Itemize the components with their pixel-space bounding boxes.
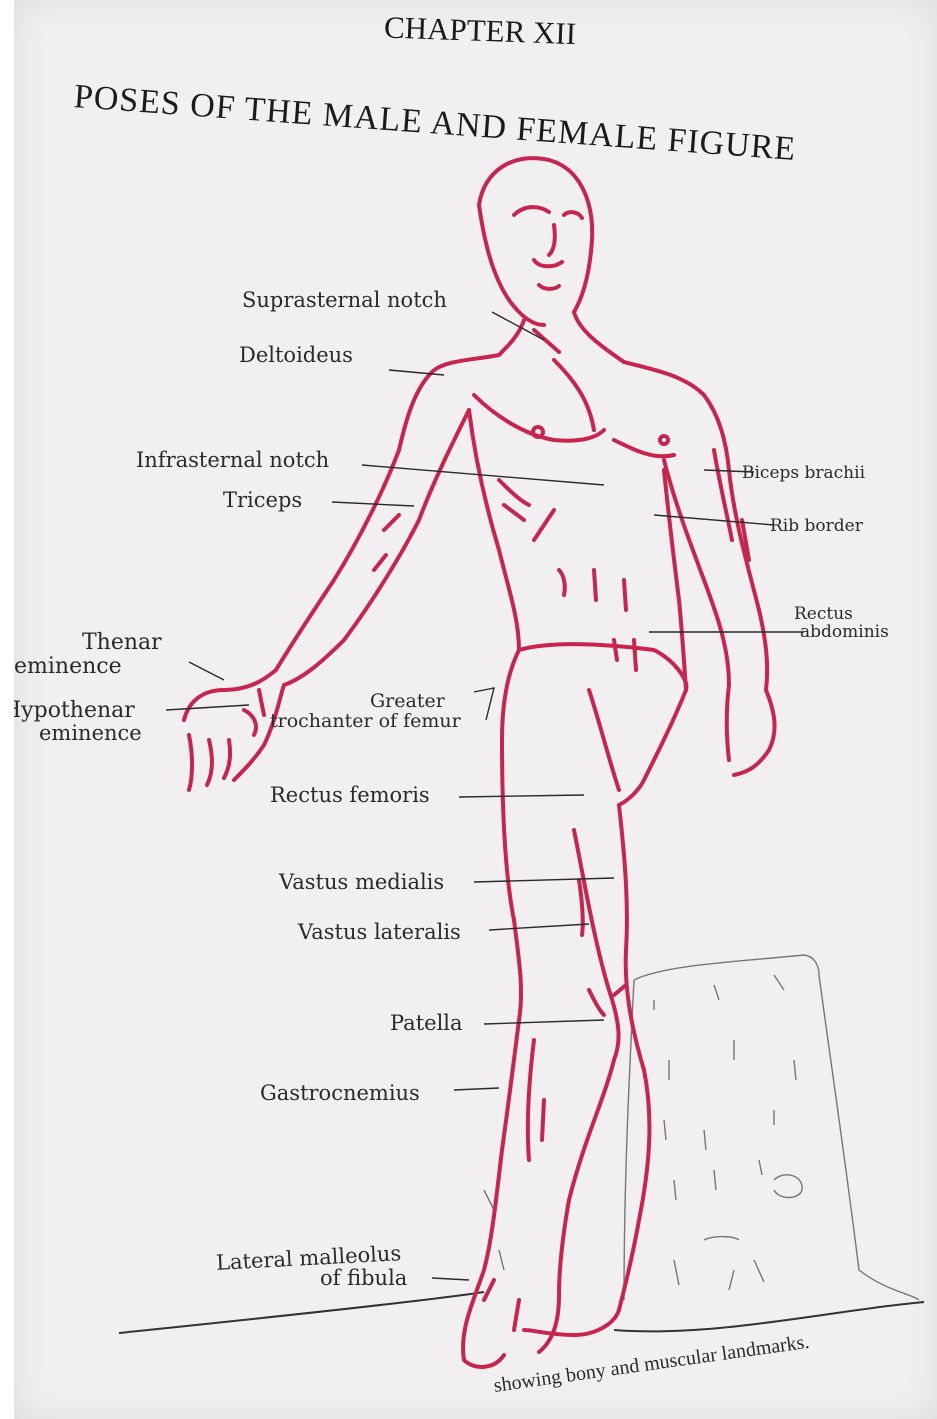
label-suprasternal-notch: Suprasternal notch [242,290,447,311]
label-vastus-medialis: Vastus medialis [279,872,444,893]
label-vastus-lateralis: Vastus lateralis [298,922,461,943]
anatomy-figure-drawing [14,0,937,1419]
label-rectus-abdominis-2: abdominis [800,624,889,641]
label-patella: Patella [390,1013,463,1034]
label-thenar-1: Thenar [82,632,162,654]
label-greater-trochanter-1: Greater [370,692,445,711]
label-lateral-malleolus-2: of fibula [320,1268,407,1289]
label-biceps-brachii: Biceps brachii [742,465,865,482]
label-greater-trochanter-2: trochanter of femur [270,712,461,731]
label-deltoideus: Deltoideus [239,345,353,366]
label-thenar-2: eminence [14,656,122,678]
label-gastrocnemius: Gastrocnemius [260,1083,420,1104]
stump-sketch [484,955,919,1300]
label-rib-border: Rib border [770,518,863,535]
figure-outline [184,158,775,1367]
label-infrasternal-notch: Infrasternal notch [136,450,329,471]
label-rectus-femoris: Rectus femoris [270,785,430,806]
label-triceps: Triceps [223,490,302,511]
ground-line [119,1292,484,1333]
book-page: CHAPTER XII POSES OF THE MALE AND FEMALE… [14,0,937,1419]
label-rectus-abdominis-1: Rectus [794,606,853,623]
ground-line-right [614,1302,924,1331]
label-hypothenar-1: Hypothenar [14,700,135,722]
label-hypothenar-2: eminence [39,723,142,744]
